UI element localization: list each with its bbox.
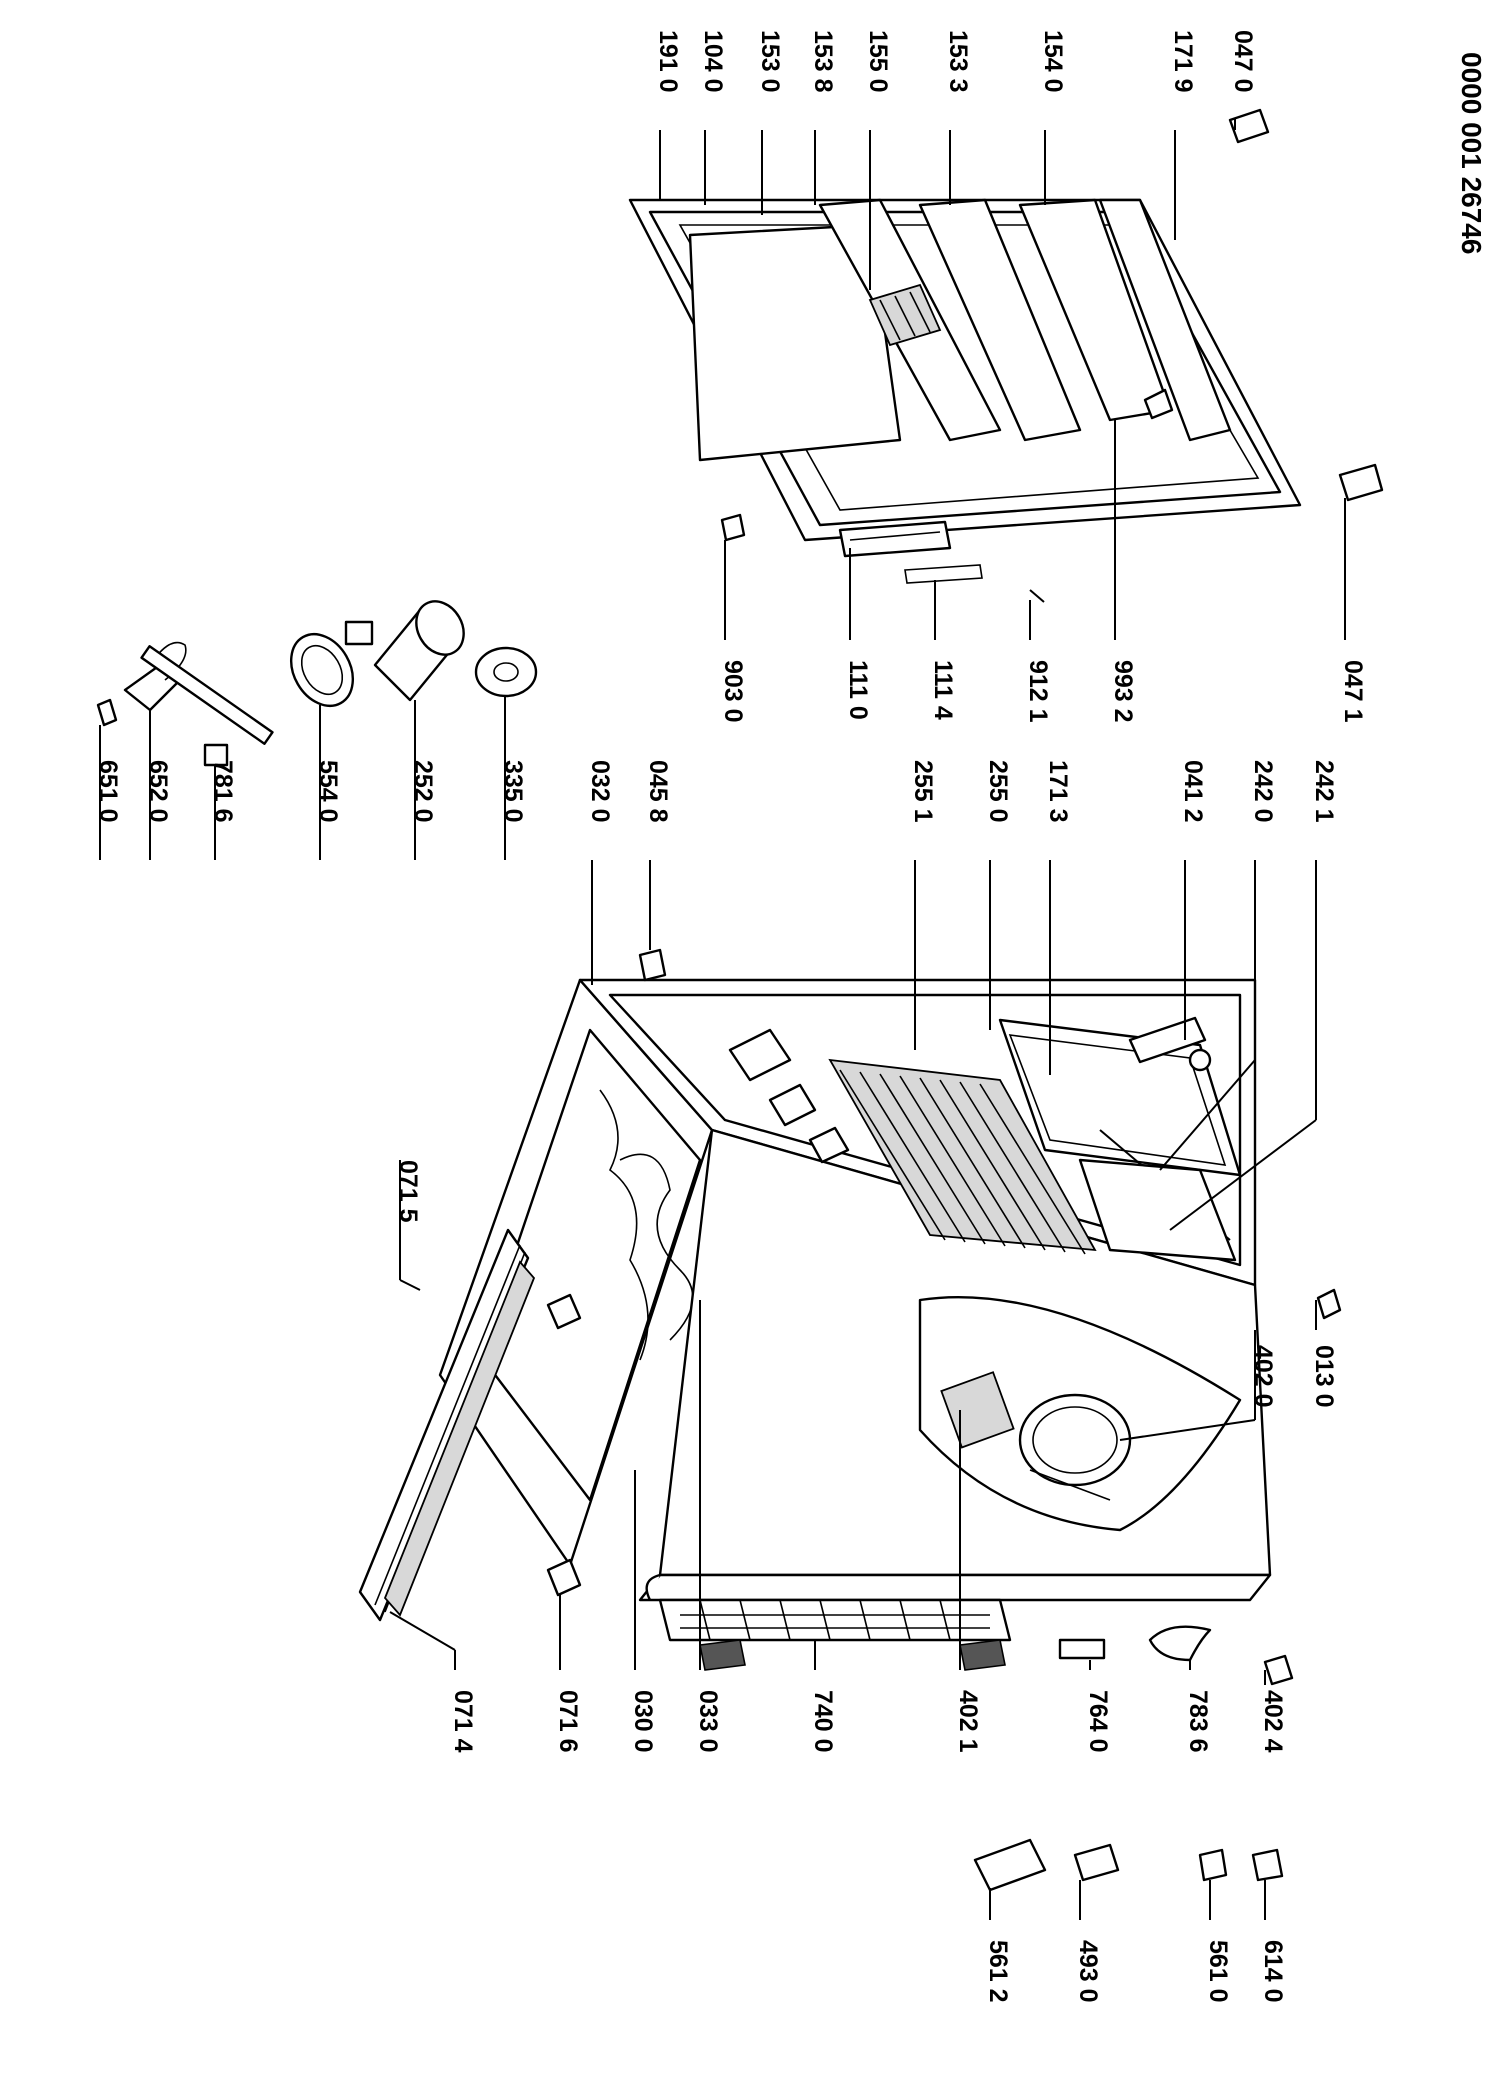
label-0470: 047 0 <box>1229 30 1257 93</box>
label-2420: 242 0 <box>1249 760 1277 823</box>
label-7816: 781 6 <box>209 760 237 823</box>
label-1110: 111 0 <box>844 660 872 720</box>
label-4020: 402 0 <box>1249 1345 1277 1408</box>
part-labels: 071 4 071 6 030 0 033 0 740 0 402 1 764 … <box>94 30 1367 2003</box>
label-2520: 252 0 <box>409 760 437 823</box>
label-3350: 335 0 <box>499 760 527 823</box>
label-2551: 255 1 <box>909 760 937 823</box>
refrigerator-door <box>628 198 1302 603</box>
label-1040: 104 0 <box>699 30 727 93</box>
label-5540: 554 0 <box>314 760 342 823</box>
label-2550: 255 0 <box>984 760 1012 823</box>
label-5610: 561 0 <box>1204 1940 1232 2003</box>
label-1530: 153 0 <box>756 30 784 93</box>
refrigerator-cabinet <box>438 978 1272 1671</box>
label-4930: 493 0 <box>1074 1940 1102 2003</box>
label-7400: 740 0 <box>809 1690 837 1753</box>
label-1540: 154 0 <box>1039 30 1067 93</box>
label-2421: 242 1 <box>1310 760 1338 823</box>
leader-lines <box>99 118 1346 1920</box>
label-4024: 402 4 <box>1259 1690 1287 1753</box>
label-6520: 652 0 <box>144 760 172 823</box>
label-7836: 783 6 <box>1184 1690 1212 1753</box>
label-1713: 171 3 <box>1044 760 1072 823</box>
label-6140: 614 0 <box>1259 1940 1287 2003</box>
label-0412: 041 2 <box>1179 760 1207 823</box>
label-1910: 191 0 <box>654 30 682 93</box>
label-0715: 071 5 <box>394 1160 422 1223</box>
document-id: 0000 001 26746 <box>1456 52 1487 254</box>
label-9030: 903 0 <box>719 660 747 723</box>
label-1533: 153 3 <box>944 30 972 93</box>
label-0714: 071 4 <box>449 1690 477 1753</box>
label-0716: 071 6 <box>554 1690 582 1753</box>
label-1719: 171 9 <box>1169 30 1197 93</box>
label-0458: 045 8 <box>644 760 672 823</box>
ventilation-grille <box>358 1228 582 1622</box>
label-0130: 013 0 <box>1310 1345 1338 1408</box>
label-5612: 561 2 <box>984 1940 1012 2003</box>
label-0330: 033 0 <box>694 1690 722 1753</box>
label-0300: 030 0 <box>629 1690 657 1753</box>
label-9121: 912 1 <box>1024 660 1052 723</box>
label-6510: 651 0 <box>94 760 122 823</box>
label-1550: 155 0 <box>864 30 892 93</box>
label-1538: 153 8 <box>809 30 837 93</box>
label-1114: 111 4 <box>929 660 957 720</box>
label-0320: 032 0 <box>586 760 614 823</box>
label-0471: 047 1 <box>1339 660 1367 723</box>
label-7640: 764 0 <box>1084 1690 1112 1753</box>
label-4021: 402 1 <box>954 1690 982 1753</box>
label-9932: 993 2 <box>1109 660 1137 723</box>
